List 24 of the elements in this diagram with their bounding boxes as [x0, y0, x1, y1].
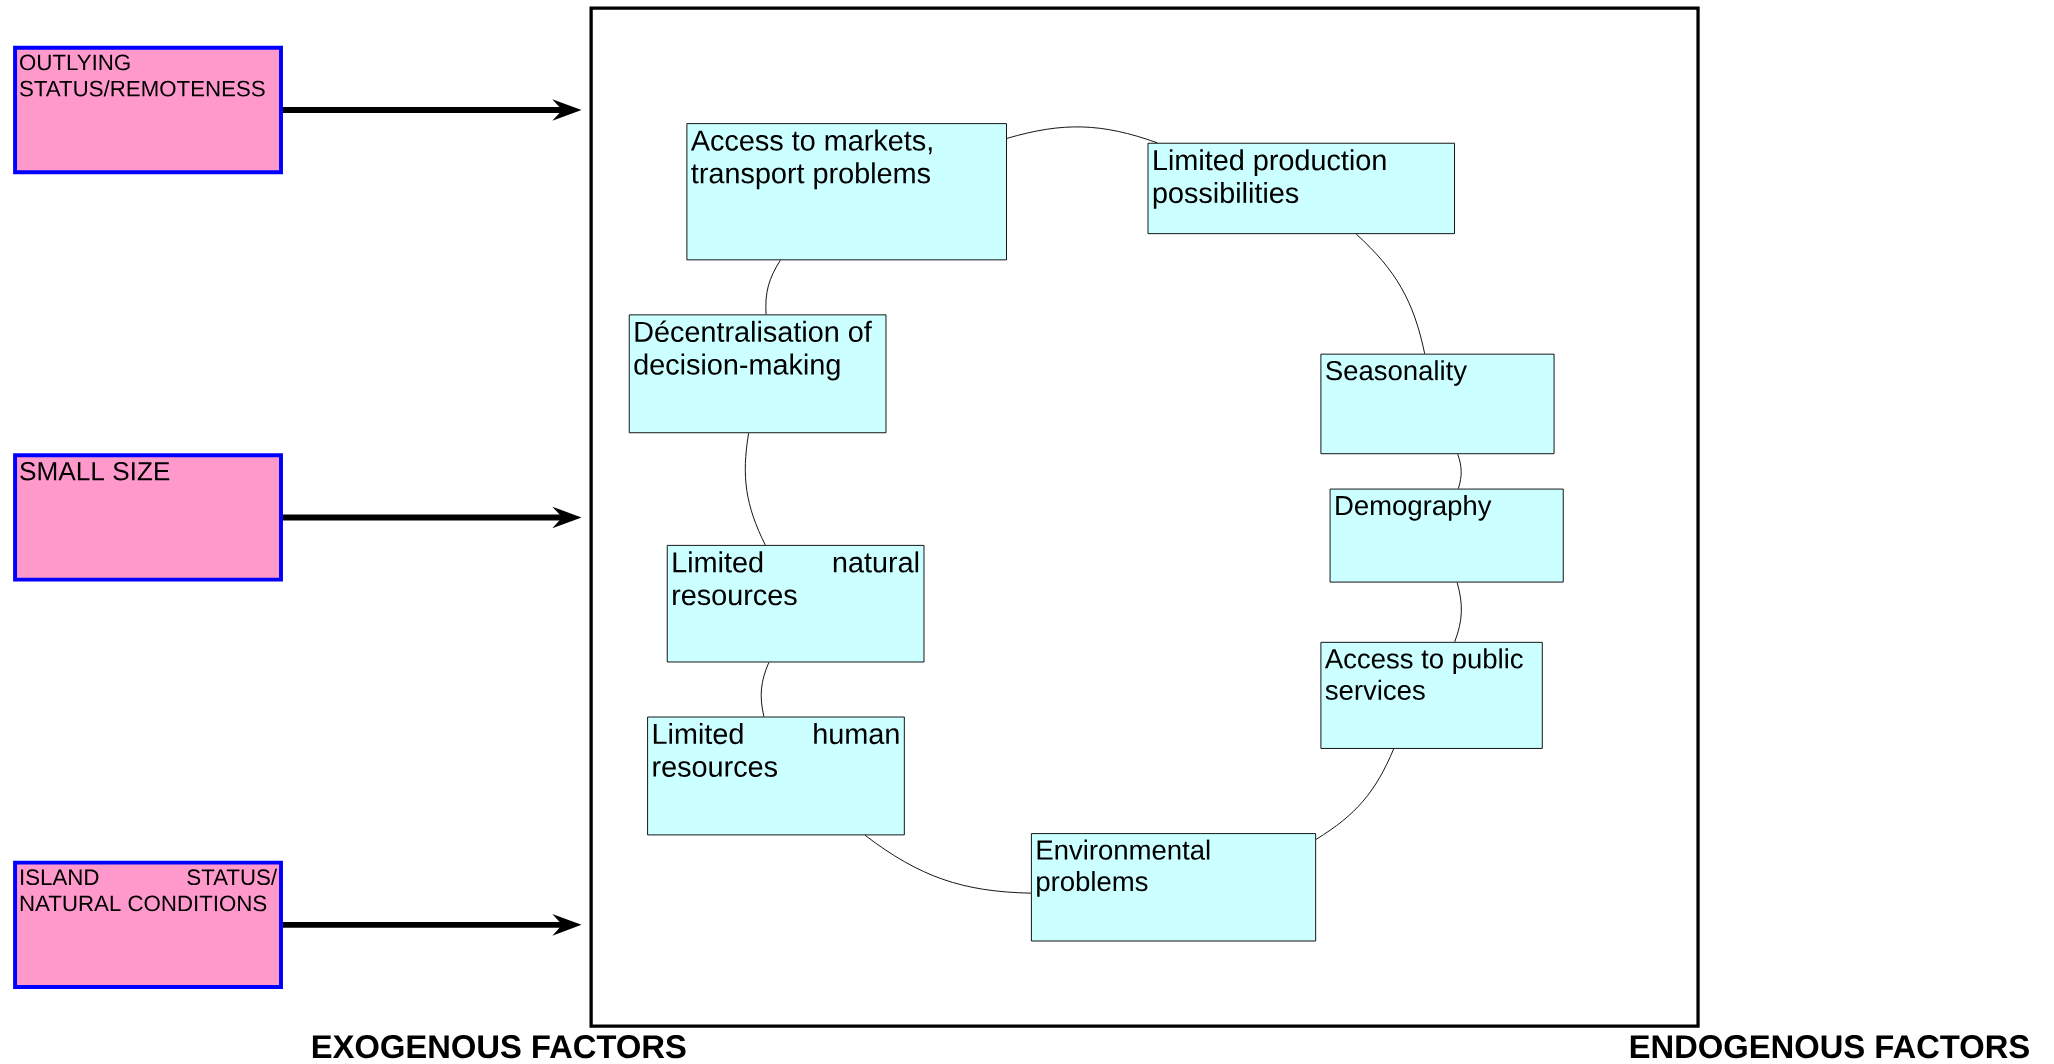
process-box: Environmental problems — [1030, 833, 1317, 942]
axis-label: EXOGENOUS FACTORS — [312, 1035, 686, 1059]
factor-box: ISLAND STATUS/ NATURAL CONDITIONS — [13, 860, 283, 990]
factor-box: OUTLYING STATUS/REMOTENESS — [13, 46, 283, 175]
connector-arc — [1355, 233, 1426, 355]
connector-arc — [1457, 453, 1462, 490]
frame-box — [589, 6, 1700, 1028]
process-box: Décentralisation of decision-making — [628, 314, 887, 434]
process-box: Limited natural resources — [666, 545, 925, 663]
process-box: Seasonality — [1320, 353, 1555, 455]
factor-box: SMALL SIZE — [13, 453, 283, 582]
axis-label: ENDOGENOUS FACTORS — [1630, 1035, 2029, 1059]
connector-arc — [765, 260, 781, 315]
connector-arc — [744, 432, 766, 546]
process-box: Limited production possibilities — [1147, 142, 1455, 235]
process-box: Limited human resources — [647, 716, 905, 836]
connector-arc — [1006, 126, 1158, 144]
connector-arc — [760, 662, 770, 718]
process-box: Demography — [1329, 488, 1564, 583]
connector-arc — [864, 835, 1032, 894]
connector-arc — [1315, 748, 1395, 840]
connector-arc — [1454, 582, 1462, 643]
process-box: Access to public services — [1320, 642, 1543, 750]
process-box: Access to markets, transport problems — [686, 123, 1007, 261]
